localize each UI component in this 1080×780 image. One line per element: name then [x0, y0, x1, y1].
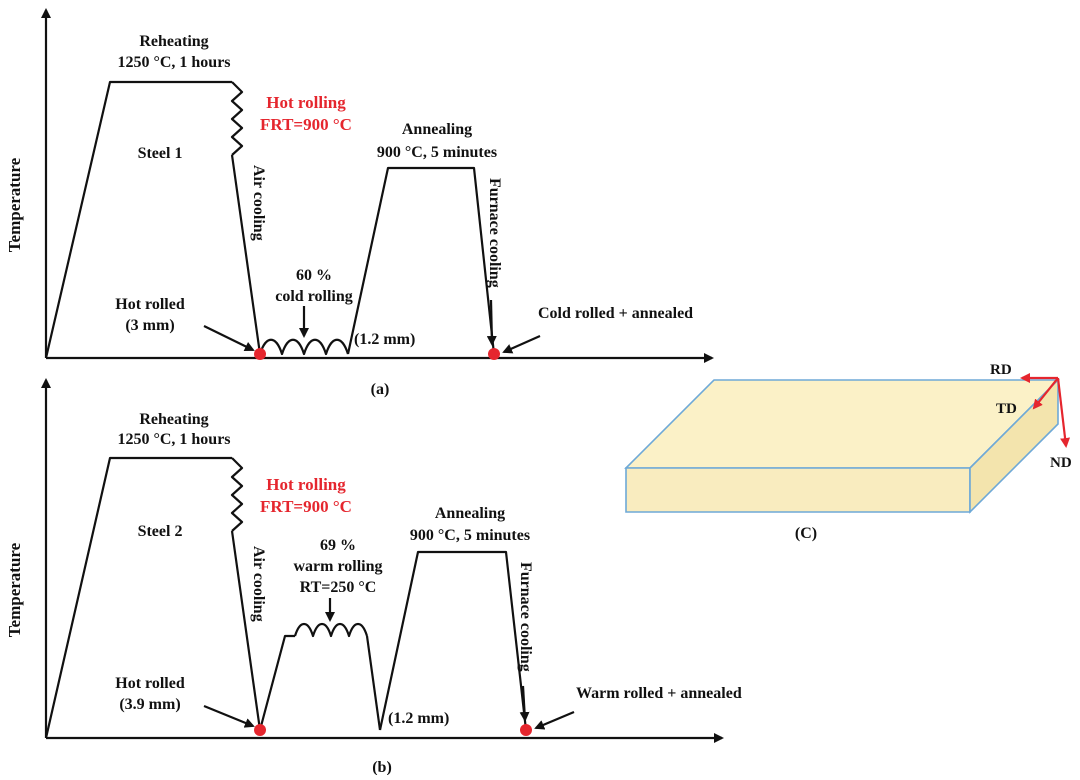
panel-b-final-dot	[520, 724, 532, 736]
panel-a: Temperature Reheating 1250 °C, 1 hours S…	[5, 8, 714, 398]
panel-a-rolling-pct: 60 %	[296, 267, 332, 284]
panel-b-steel-label: Steel 2	[138, 523, 183, 540]
panel-a-y-axis-label: Temperature	[5, 157, 24, 252]
panel-a-final-state-arrow	[502, 334, 541, 354]
sheet-front-face	[625, 467, 971, 513]
panel-b-y-axis-label: Temperature	[5, 542, 24, 637]
panel-b-hot-rolling-zigzag	[230, 457, 244, 532]
panel-a-hot-rolling-detail: FRT=900 °C	[260, 115, 352, 134]
nd-arrow	[1056, 377, 1071, 448]
rd-label: RD	[990, 362, 1012, 378]
panel-a-hot-rolled-title: Hot rolled	[115, 296, 185, 313]
panel-b-reheating-title: Reheating	[139, 411, 208, 428]
panel-a-reheating-title: Reheating	[139, 33, 208, 50]
panel-a-reheat-path	[44, 80, 232, 359]
panel-b-rolling-temp: RT=250 °C	[300, 579, 377, 596]
panel-a-hot-rolled-arrow	[203, 325, 255, 351]
panel-a-reheating-detail: 1250 °C, 1 hours	[117, 54, 230, 71]
sheet-side-face	[969, 378, 1059, 514]
panel-a-annealing-path	[346, 166, 496, 355]
panel-a-annealing-detail: 900 °C, 5 minutes	[377, 144, 497, 161]
panel-b-hot-rolling-detail: FRT=900 °C	[260, 497, 352, 516]
panel-b-final-state: Warm rolled + annealed	[576, 685, 742, 702]
panel-b: Temperature Reheating 1250 °C, 1 hours S…	[5, 378, 742, 776]
td-label: TD	[996, 401, 1017, 417]
panel-a-air-cooling-line	[230, 154, 262, 355]
panel-b-final-state-arrow	[534, 710, 575, 730]
panel-c-caption: (C)	[795, 525, 817, 542]
nd-label: ND	[1050, 455, 1072, 471]
panel-c: RD TD ND (C)	[624, 362, 1072, 542]
panel-a-caption: (a)	[371, 381, 390, 398]
panel-a-air-cooling-label: Air cooling	[250, 165, 267, 241]
panel-b-annealing-title: Annealing	[435, 505, 505, 522]
panel-b-final-thickness: (1.2 mm)	[388, 710, 449, 727]
panel-a-final-dot	[488, 348, 500, 360]
panel-a-hot-rolled-thickness: (3 mm)	[125, 317, 174, 334]
panel-b-furnace-cooling-label: Furnace cooling	[517, 562, 534, 672]
panel-b-hot-rolling-title: Hot rolling	[266, 475, 346, 494]
panel-b-rolling-type: warm rolling	[293, 558, 382, 575]
panel-b-hot-rolled-title: Hot rolled	[115, 675, 185, 692]
panel-b-hot-rolled-dot	[254, 724, 266, 736]
panel-a-hot-rolling-zigzag	[230, 81, 244, 156]
panel-b-annealing-path	[378, 550, 528, 731]
panel-b-rolling-pct: 69 %	[320, 537, 356, 554]
panel-a-steel-label: Steel 1	[138, 145, 183, 162]
panel-a-furnace-cooling-label: Furnace cooling	[486, 178, 503, 288]
panel-a-hot-rolling-title: Hot rolling	[266, 93, 346, 112]
td-arrow	[1032, 377, 1059, 410]
panel-a-final-thickness: (1.2 mm)	[354, 331, 415, 348]
panel-a-final-state: Cold rolled + annealed	[538, 305, 693, 322]
panel-b-annealing-detail: 900 °C, 5 minutes	[410, 527, 530, 544]
panel-a-rolling-type: cold rolling	[275, 288, 353, 305]
panel-a-cold-rolling-waves	[258, 338, 350, 356]
panel-b-air-cooling-line	[230, 530, 262, 731]
panel-b-warm-rolling-drop	[365, 635, 382, 731]
panel-a-furnace-arrow	[486, 299, 497, 346]
panel-b-hot-rolled-thickness: (3.9 mm)	[119, 696, 180, 713]
panel-b-reheat-path	[44, 456, 232, 739]
panel-b-air-cooling-label: Air cooling	[250, 546, 267, 622]
panel-a-hot-rolled-dot	[254, 348, 266, 360]
panel-a-annealing-title: Annealing	[402, 121, 472, 138]
panel-b-warm-rolling-rise	[258, 634, 295, 731]
panel-b-reheating-detail: 1250 °C, 1 hours	[117, 431, 230, 448]
panel-b-warm-rolling-waves	[293, 622, 369, 638]
panel-b-furnace-arrow	[519, 685, 530, 722]
panel-b-hot-rolled-arrow	[203, 704, 255, 728]
panel-b-caption: (b)	[372, 759, 392, 775]
